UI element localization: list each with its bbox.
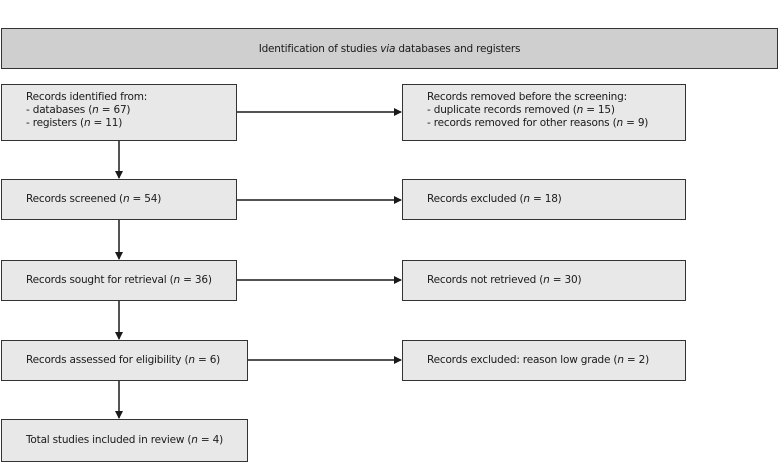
records-identified-title: Records identified from:: [26, 91, 148, 103]
records-removed-box: Records removed before the screening: - …: [402, 84, 686, 141]
records-assessed-label: Records assessed for eligibility (n = 6): [26, 354, 221, 366]
records-sought-box: Records sought for retrieval (n = 36): [1, 260, 237, 301]
duplicates-removed-count: - duplicate records removed (n = 15): [427, 104, 615, 116]
records-excluded-low-grade-box: Records excluded: reason low grade (n = …: [402, 340, 686, 381]
records-sought-label: Records sought for retrieval (n = 36): [26, 274, 212, 286]
other-reasons-removed-count: - records removed for other reasons (n =…: [427, 117, 649, 129]
records-identified-box: Records identified from: - databases (n …: [1, 84, 237, 141]
identification-header: Identification of studies via databases …: [1, 28, 778, 69]
records-excluded-low-grade-label: Records excluded: reason low grade (n = …: [427, 354, 650, 366]
databases-count: - databases (n = 67): [26, 104, 131, 116]
studies-included-label: Total studies included in review (n = 4): [26, 434, 224, 446]
records-excluded-box: Records excluded (n = 18): [402, 179, 686, 220]
records-removed-title: Records removed before the screening:: [427, 91, 627, 103]
records-screened-label: Records screened (n = 54): [26, 193, 162, 205]
records-assessed-box: Records assessed for eligibility (n = 6): [1, 340, 248, 381]
records-not-retrieved-label: Records not retrieved (n = 30): [427, 274, 582, 286]
records-not-retrieved-box: Records not retrieved (n = 30): [402, 260, 686, 301]
records-screened-box: Records screened (n = 54): [1, 179, 237, 220]
registers-count: - registers (n = 11): [26, 117, 123, 129]
records-excluded-label: Records excluded (n = 18): [427, 193, 562, 205]
header-title: Identification of studies via databases …: [258, 42, 521, 55]
